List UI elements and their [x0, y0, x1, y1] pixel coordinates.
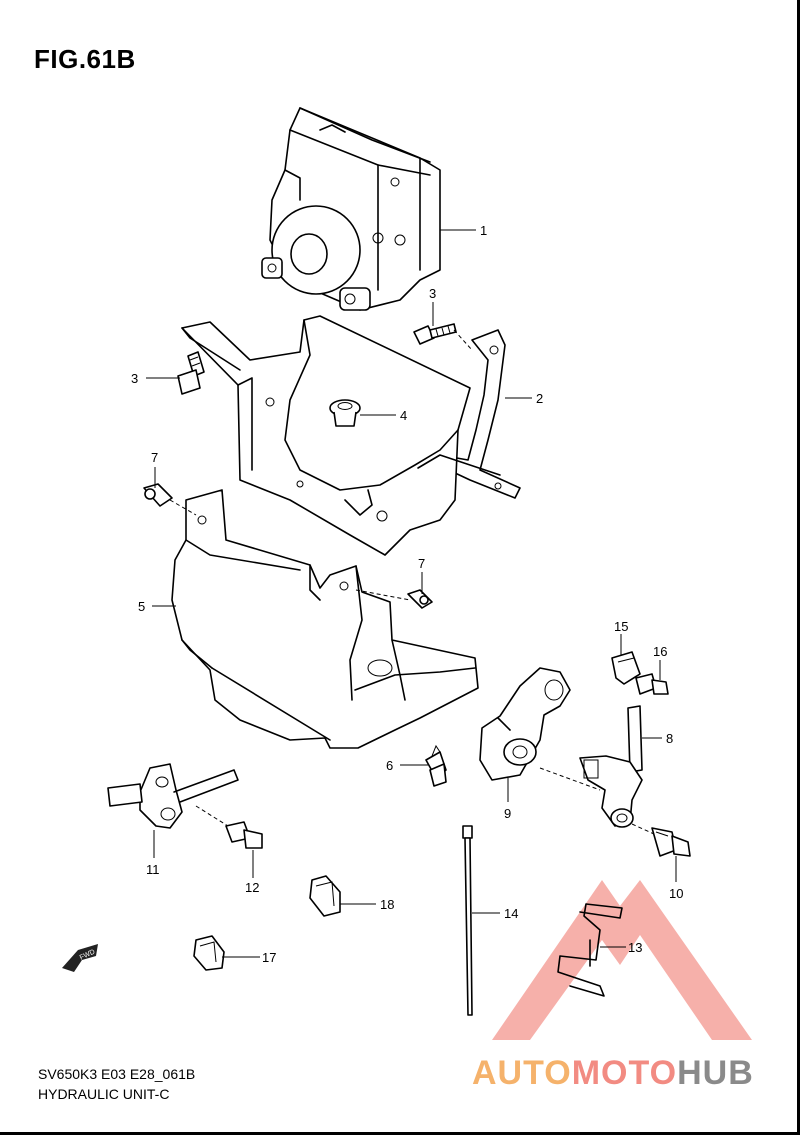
- part-5-lower-cover: [171, 489, 479, 749]
- callout-18: 18: [380, 897, 394, 912]
- svg-text:AUTOMOTOHUB: AUTOMOTOHUB: [472, 1054, 754, 1092]
- diagram-code: SV650K3 E03 E28_061B: [38, 1066, 196, 1082]
- watermark-logo: [492, 880, 752, 1040]
- part-10-bolt: [651, 827, 691, 857]
- callout-14: 14: [504, 906, 518, 921]
- callout-10: 10: [669, 886, 683, 901]
- part-18-clamp: [309, 875, 341, 917]
- callout-13: 13: [628, 940, 642, 955]
- callout-7-left: 7: [151, 450, 158, 465]
- mounting-tray: [181, 315, 501, 556]
- leader-lines: [146, 229, 677, 958]
- part-7-clip-right: [407, 589, 433, 609]
- part-4-grommet: [329, 399, 361, 427]
- watermark-text-auto: AUTO: [472, 1054, 572, 1092]
- callout-4: 4: [400, 408, 407, 423]
- part-13-wire-clip: [557, 903, 623, 997]
- fwd-arrow-icon: FWD: [62, 944, 98, 972]
- figure-title: FIG.61B: [34, 44, 136, 74]
- watermark-text-hub: HUB: [677, 1054, 754, 1092]
- part-14-cable-tie: [462, 825, 473, 1016]
- part-3-bolt-upper: [413, 323, 457, 345]
- callout-1: 1: [480, 223, 487, 238]
- diagram-name: HYDRAULIC UNIT-C: [38, 1086, 170, 1102]
- callout-17: 17: [262, 950, 276, 965]
- callout-6: 6: [386, 758, 393, 773]
- part-8-speed-sensor: [579, 705, 643, 828]
- callout-8: 8: [666, 731, 673, 746]
- callout-15: 15: [614, 619, 628, 634]
- part-3-bolt-left: [177, 351, 205, 395]
- callout-5: 5: [138, 599, 145, 614]
- callout-16: 16: [653, 644, 667, 659]
- part-15-clip: [611, 651, 641, 685]
- part-1-hydraulic-unit: [261, 107, 441, 311]
- part-6-screw: [425, 744, 447, 787]
- callout-3-left: 3: [131, 371, 138, 386]
- part-16-bolt: [635, 673, 669, 695]
- callout-12: 12: [245, 880, 259, 895]
- callout-9: 9: [504, 806, 511, 821]
- callout-numbers: 1 2 3 3 4 5 6 7 7 8 9 10 11 12 13 14 15 …: [131, 223, 683, 965]
- part-9-sensor-bracket: [479, 667, 571, 781]
- callout-2: 2: [536, 391, 543, 406]
- callout-11: 11: [146, 862, 160, 877]
- callout-3-upper: 3: [429, 286, 436, 301]
- callout-7-right: 7: [418, 556, 425, 571]
- part-2-bracket: [437, 329, 521, 499]
- part-17-clamp: [193, 935, 225, 971]
- part-7-clip-left: [143, 483, 173, 507]
- watermark-text: AUTOMOTOHUB: [472, 1054, 754, 1092]
- watermark-text-moto: MOTO: [572, 1054, 677, 1092]
- part-12-bolt: [225, 821, 263, 849]
- part-11-rear-sensor: [107, 763, 239, 829]
